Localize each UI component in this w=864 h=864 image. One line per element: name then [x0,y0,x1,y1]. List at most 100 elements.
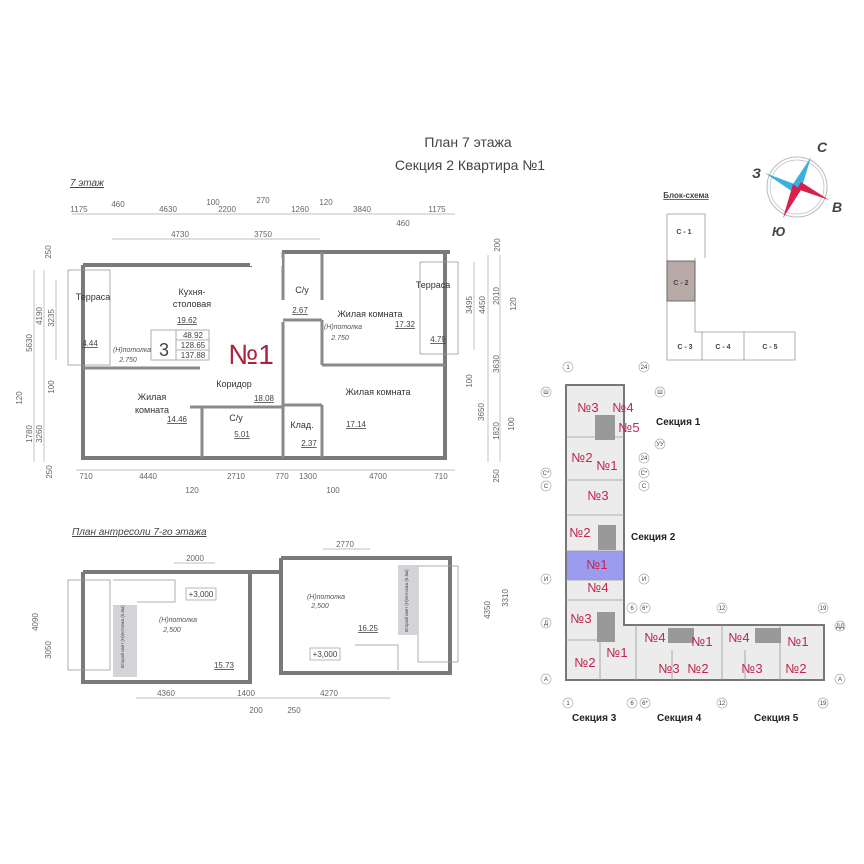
dim: 1400 [237,689,255,698]
apartment-label: №5 [618,420,639,435]
axis-label: 6* [642,606,648,612]
apartment-label: №1 [691,634,712,649]
section-label: Секция 5 [754,713,799,724]
axis-label: С* [543,471,550,477]
room-label: С/у [295,285,309,295]
axis-bubble [540,673,552,685]
living-area: 48.92 [183,331,204,340]
axis-bubble [626,602,638,614]
room-area: 14.46 [167,415,188,424]
room-area: 2.37 [301,439,317,448]
axis-bubble [562,697,574,709]
dim: 460 [396,219,410,228]
axis-bubble [654,438,666,450]
dim: 120 [509,297,518,311]
dim: 250 [287,706,301,715]
level-mark: +3,000 [313,650,338,659]
apartment-label-highlighted: №1 [586,557,607,572]
axis-bubble [540,467,552,479]
ceiling-height: 2,500 [310,603,329,610]
dim: 250 [492,469,501,483]
apartment-plan: 3 48.92 128.65 137.88 №1 Терраса 4.44 Ку… [67,250,459,460]
dim: 3750 [254,230,272,239]
room-area: 4.79 [430,335,446,344]
axis-label: 1 [566,365,570,371]
axis-bubble [562,361,574,373]
dim: 3235 [47,309,56,327]
apartment-label: №2 [785,661,806,676]
dim: 3650 [477,403,486,421]
axis-bubble [638,480,650,492]
dim: 100 [206,198,220,207]
axis-label: 19 [820,606,827,612]
dim: 2000 [186,554,204,563]
axis-bubble [540,480,552,492]
apartment-label: №3 [741,661,762,676]
dim: 3050 [44,641,53,659]
compass-east: В [832,199,842,215]
dim: 1820 [492,422,501,440]
dim: 120 [15,391,24,405]
dim: 120 [319,198,333,207]
apartment-label: №3 [577,400,598,415]
axis-label: 24 [641,365,648,371]
room-area: 4.44 [82,339,98,348]
dim: 2770 [336,540,354,549]
axis-label: 6* [642,701,648,707]
apartment-label: №3 [570,611,591,626]
dim: 3310 [501,589,510,607]
axis-label: ДД [836,624,844,630]
block-section: С - 1 [676,229,691,236]
axis-label: 19 [820,701,827,707]
apartment-label: №2 [569,525,590,540]
level-mark: +3,000 [189,590,214,599]
dim: 1260 [291,205,309,214]
axis-label: 6 [630,701,634,707]
dim: 4630 [159,205,177,214]
total-area: 128.65 [181,341,206,350]
dim: 4360 [157,689,175,698]
dim: 250 [45,465,54,479]
section-label: Секция 1 [656,417,701,428]
room-label: Коридор [216,379,252,389]
room-label: столовая [173,299,211,309]
compass-south: Ю [772,224,786,239]
axis-bubble [540,617,552,629]
dim: 200 [249,706,263,715]
axis-bubble [626,697,638,709]
dim: 3260 [35,425,44,443]
section-label: Секция 3 [572,713,617,724]
axis-bubble [716,697,728,709]
room-area: 16.25 [358,624,379,633]
axis-bubble [638,452,650,464]
axis-bubble [540,386,552,398]
axis-bubble [638,361,650,373]
highlighted-apartment [567,551,623,580]
block-section-highlighted [666,260,696,302]
axis-label: 12 [719,606,726,612]
section-label: Секция 2 [631,532,676,543]
block-section: С - 2 [673,280,688,287]
second-light-label: Второй свет (Н)потолка (5.5м) [119,605,125,668]
dimensions-top: 1175 460 4630 100 2200 270 1260 120 3840… [70,196,455,240]
dimensions-right: 200 2010 120 3495 4450 3630 100 3650 182… [465,238,518,483]
apartment-label: №3 [658,661,679,676]
dim: 4190 [35,307,44,325]
room-label: Терраса [416,280,451,290]
room-label: Жилая комната [345,387,410,397]
dim: 4440 [139,472,157,481]
axis-label: А [544,677,548,683]
axis-bubble [639,697,651,709]
axis-label: 6 [630,606,634,612]
axis-label: Ш [543,390,549,396]
axis-label: 24 [641,456,648,462]
room-label: комната [135,405,169,415]
area-with-terraces: 137.88 [181,351,206,360]
axis-label: С [544,484,549,490]
compass-west: З [752,165,761,181]
dim: 1300 [299,472,317,481]
dim: 3630 [492,355,501,373]
dimensions-bottom: 710 4440 2710 770 1300 4700 710 120 100 [76,469,455,495]
dim: 3495 [465,296,474,314]
